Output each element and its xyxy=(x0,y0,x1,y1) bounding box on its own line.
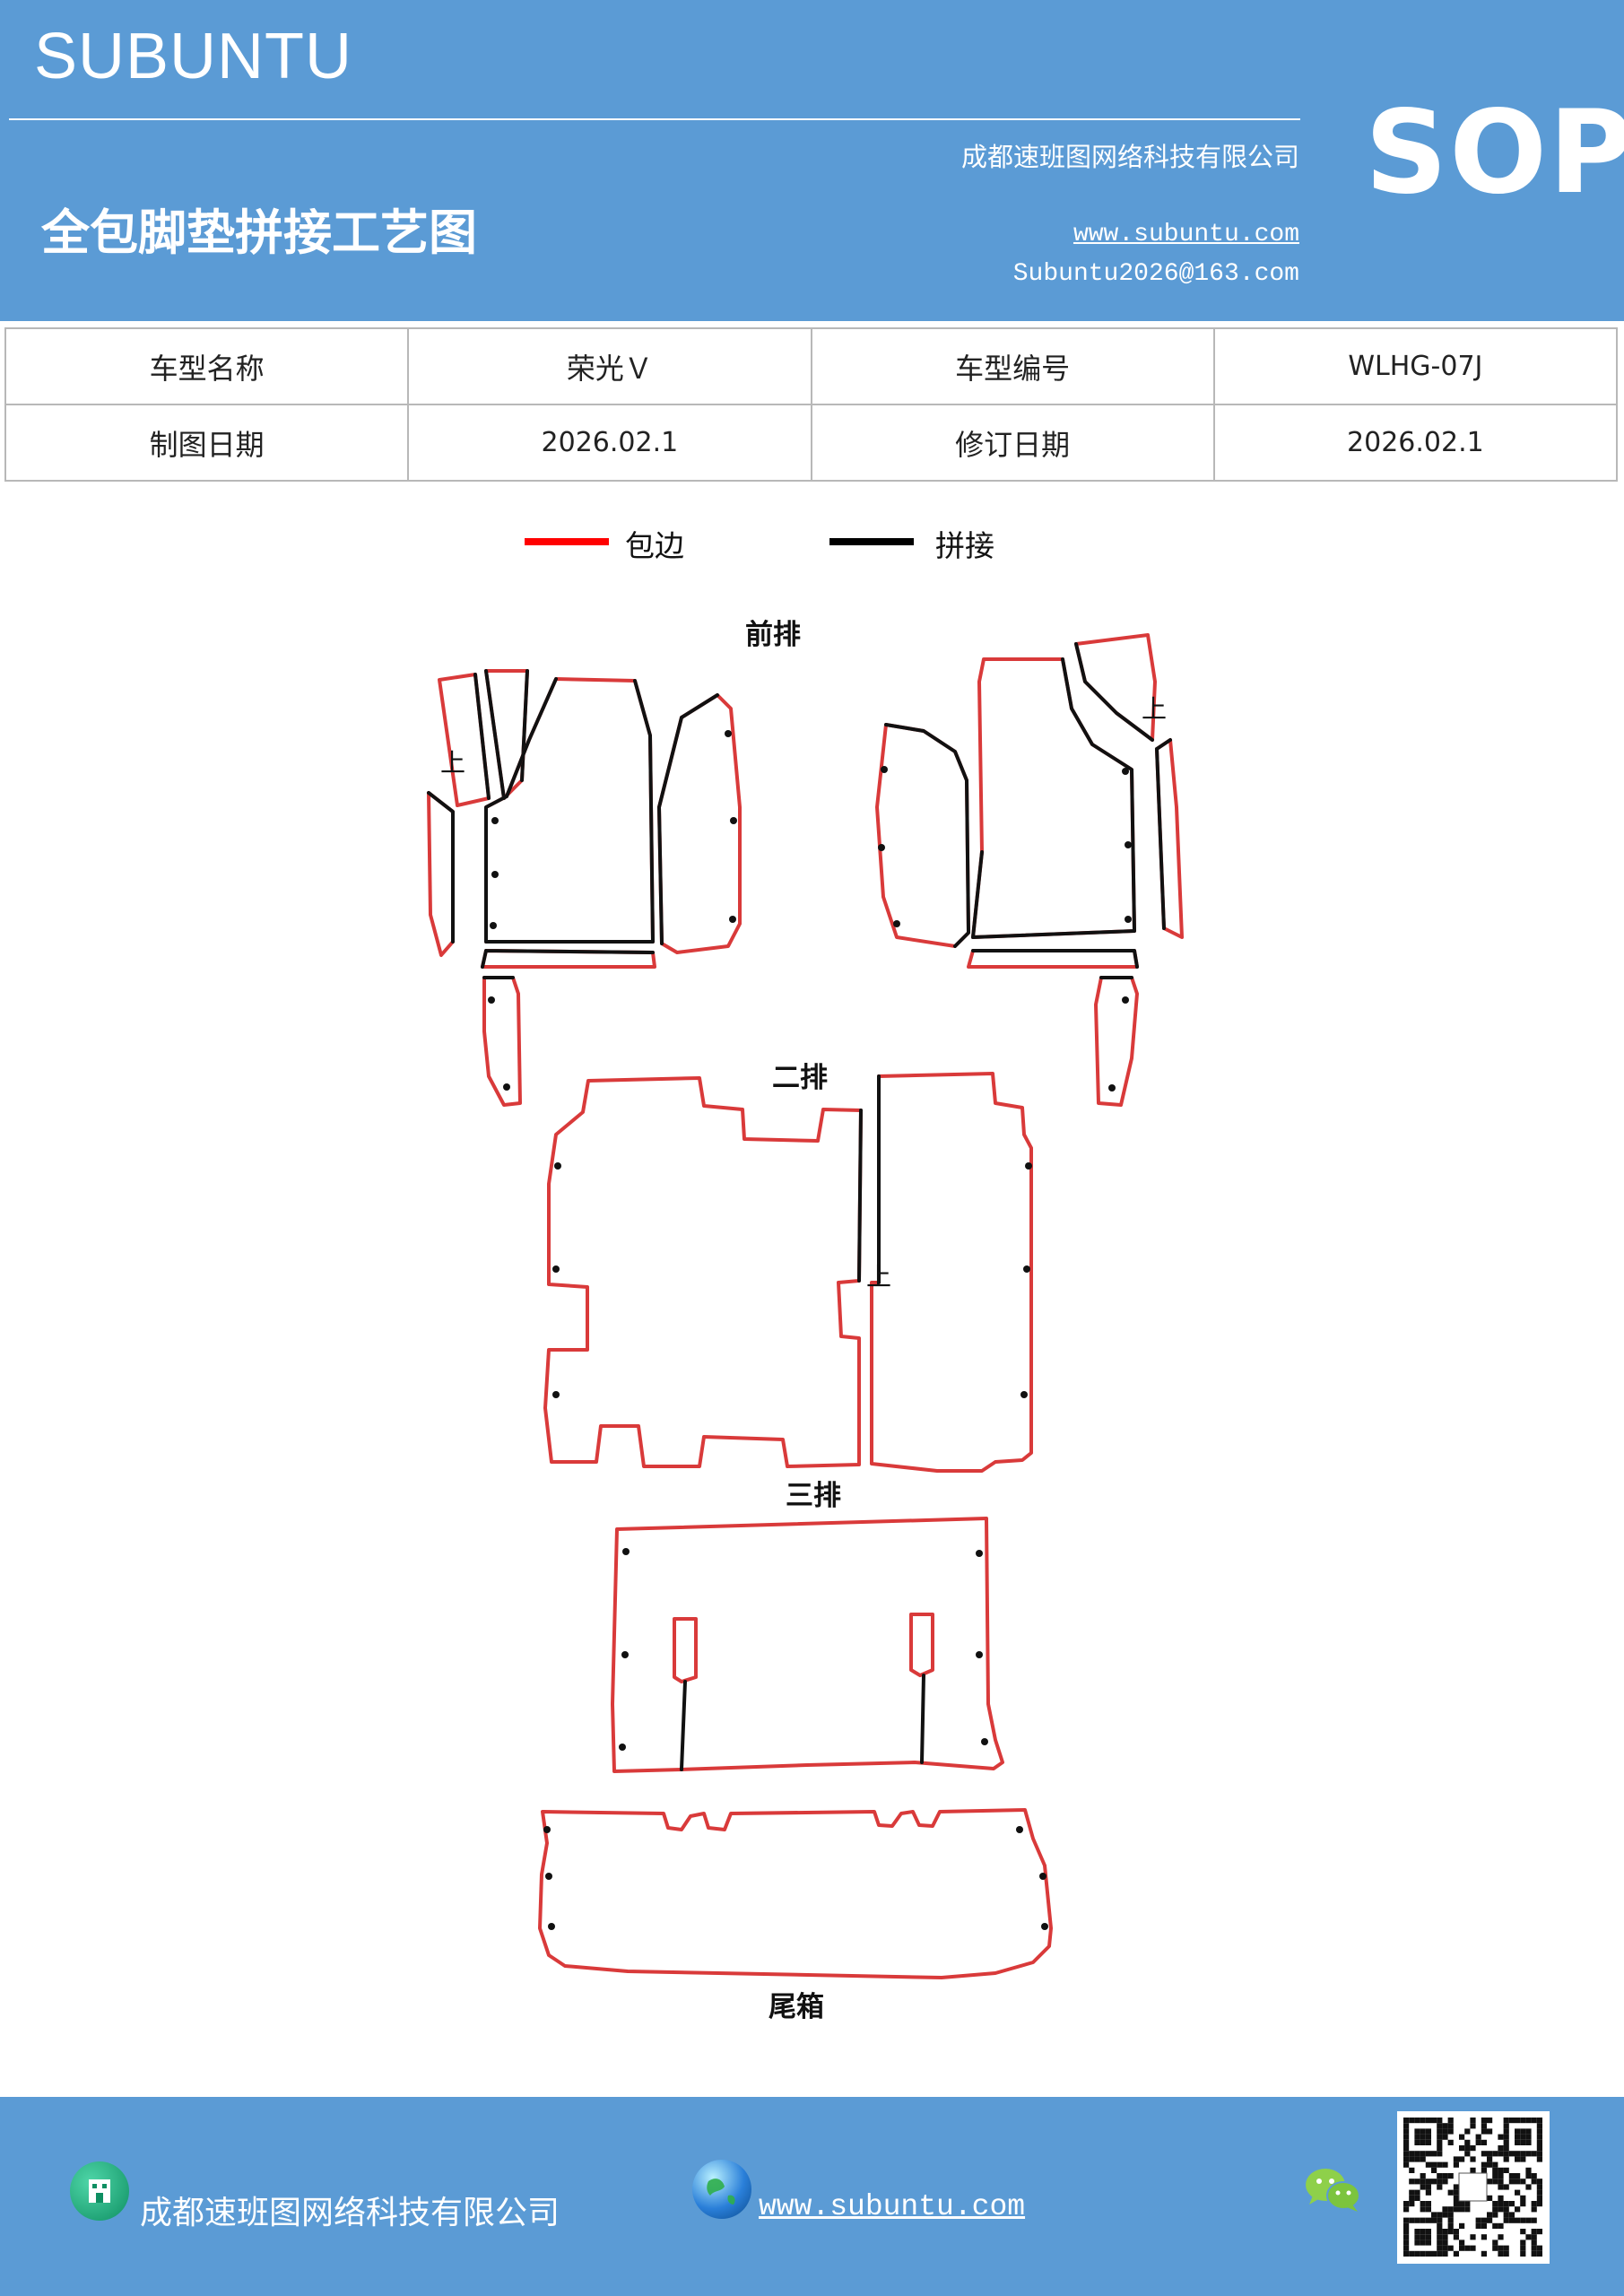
revise-date-value: 2026.02.1 xyxy=(1212,404,1619,482)
join-line xyxy=(680,1680,687,1771)
join-line xyxy=(657,693,719,945)
legend-edge-swatch xyxy=(525,538,609,545)
mat-piece xyxy=(875,723,970,948)
join-line xyxy=(971,949,1139,969)
draw-date-label: 制图日期 xyxy=(4,404,410,482)
join-line xyxy=(427,791,455,944)
mat-piece xyxy=(543,1076,863,1468)
header-company-name: 成都速班图网络科技有限公司 xyxy=(960,142,1299,172)
legend-join-label: 拼接 xyxy=(935,528,994,563)
second-row-mats xyxy=(543,1072,1033,1473)
trunk-mat xyxy=(538,1808,1053,1979)
join-line xyxy=(484,669,529,800)
mat-piece xyxy=(909,1613,934,1677)
section-label-second: 二排 xyxy=(772,1062,828,1094)
model-info-table: 车型名称 荣光Ｖ 车型编号 WLHG-07J 制图日期 2026.02.1 修订… xyxy=(4,327,1619,482)
footer-website-link[interactable]: www.subuntu.com xyxy=(759,2190,1026,2223)
mat-piece xyxy=(971,657,1136,939)
globe-icon xyxy=(692,2160,751,2219)
mat-piece xyxy=(870,1072,1033,1473)
model-name-value: 荣光Ｖ xyxy=(407,327,812,405)
join-line xyxy=(920,1674,925,1764)
join-line xyxy=(857,1109,863,1283)
join-line xyxy=(971,657,1136,939)
mat-piece xyxy=(482,976,522,1107)
third-row-mats xyxy=(611,1517,1004,1773)
draw-date-value: 2026.02.1 xyxy=(407,404,812,482)
qr-code-image xyxy=(1397,2111,1550,2264)
model-name-label: 车型名称 xyxy=(4,327,410,405)
legend-join-swatch xyxy=(829,538,914,545)
up-marker: 上 xyxy=(1142,694,1167,724)
legend: 包边 拼接 xyxy=(0,528,1624,565)
join-line xyxy=(1155,738,1172,930)
model-code-value: WLHG-07J xyxy=(1212,327,1619,405)
up-marker: 上 xyxy=(440,748,465,778)
join-line xyxy=(481,949,655,969)
header-divider xyxy=(9,118,1300,120)
footer-banner: 成都速班图网络科技有限公司 www.subuntu.com xyxy=(0,2097,1624,2296)
mat-piece xyxy=(1074,633,1157,742)
model-code-label: 车型编号 xyxy=(810,327,1215,405)
sop-badge: SOP xyxy=(1365,86,1624,220)
front-left-mats xyxy=(427,669,742,1107)
header-email: Subuntu2026@163.com xyxy=(1012,260,1299,288)
header-website-link[interactable]: www.subuntu.com xyxy=(1073,221,1299,248)
brand-name: SUBUNTU xyxy=(34,21,353,92)
footer-company-name: 成都速班图网络科技有限公司 xyxy=(140,2195,560,2231)
join-line xyxy=(484,677,655,944)
legend-edge-label: 包边 xyxy=(625,528,684,563)
document-title: 全包脚垫拼接工艺图 xyxy=(41,204,477,261)
table-row: 制图日期 2026.02.1 修订日期 2026.02.1 xyxy=(4,404,1619,482)
mat-piece xyxy=(427,791,455,957)
mat-piece xyxy=(484,677,655,944)
revise-date-label: 修订日期 xyxy=(810,404,1215,482)
mat-piece xyxy=(967,949,1139,969)
mat-piece xyxy=(1094,976,1139,1107)
up-marker: 上 xyxy=(866,1262,891,1292)
section-label-trunk: 尾箱 xyxy=(769,1991,824,2023)
wechat-icon xyxy=(1302,2163,1365,2217)
table-row: 车型名称 荣光Ｖ 车型编号 WLHG-07J xyxy=(4,327,1619,405)
mat-piece xyxy=(538,1808,1053,1979)
join-line xyxy=(1074,642,1154,742)
mat-piece xyxy=(611,1517,1004,1773)
front-right-mats xyxy=(875,633,1184,1107)
section-label-front: 前排 xyxy=(745,619,801,651)
section-label-third: 三排 xyxy=(786,1480,841,1512)
fastener-dots xyxy=(488,730,1132,1930)
header-banner: SUBUNTU 成都速班图网络科技有限公司 全包脚垫拼接工艺图 www.subu… xyxy=(0,0,1624,321)
join-line xyxy=(473,673,491,800)
mat-piece xyxy=(673,1617,698,1683)
join-line xyxy=(884,723,970,948)
building-icon xyxy=(70,2161,129,2221)
